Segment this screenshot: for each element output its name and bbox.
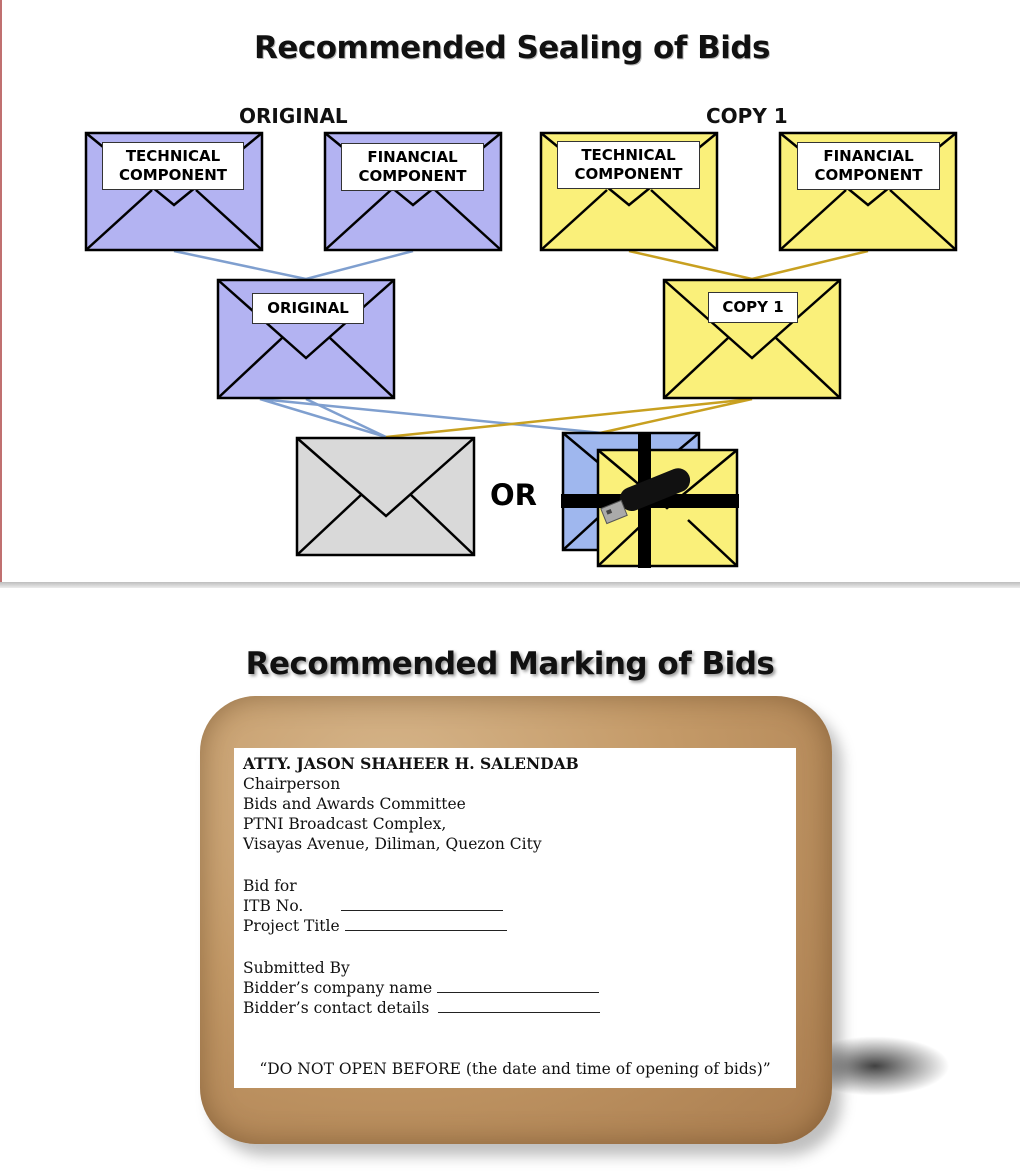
do-not-open-notice: “DO NOT OPEN BEFORE (the date and time o… bbox=[259, 1060, 771, 1078]
label-line: COMPONENT bbox=[574, 165, 683, 183]
address-label: ATTY. JASON SHAHEER H. SALENDAB Chairper… bbox=[234, 748, 796, 1088]
company-name-blank bbox=[437, 978, 600, 993]
project-title-blank bbox=[344, 916, 507, 931]
company-name-row: Bidder’s company name bbox=[243, 978, 600, 998]
connector-original-technical bbox=[173, 249, 307, 281]
usb-drive-icon bbox=[600, 468, 691, 525]
sealed-package-icon bbox=[561, 431, 739, 568]
connector-copy-financial bbox=[751, 249, 869, 281]
project-title-label: Project Title bbox=[243, 917, 340, 935]
addressee: ATTY. JASON SHAHEER H. SALENDAB bbox=[243, 754, 579, 773]
committee: Bids and Awards Committee bbox=[243, 795, 466, 813]
label-line: COMPONENT bbox=[814, 166, 923, 184]
bid-for: Bid for bbox=[243, 877, 297, 895]
connector-copy-package bbox=[581, 397, 753, 439]
or-text: OR bbox=[490, 478, 537, 512]
label-line: FINANCIAL bbox=[367, 148, 458, 166]
project-title-row: Project Title bbox=[243, 916, 507, 936]
connector-copy-technical bbox=[628, 249, 753, 281]
address-line-1: PTNI Broadcast Complex, bbox=[243, 815, 447, 833]
original-heading: ORIGINAL bbox=[239, 104, 348, 128]
connector-original-package bbox=[259, 397, 643, 439]
label-line: COMPONENT bbox=[118, 166, 228, 184]
panel-divider bbox=[0, 582, 1020, 588]
outer-envelope bbox=[295, 436, 476, 557]
contact-details-row: Bidder’s contact details bbox=[243, 998, 601, 1018]
label-copy: COPY 1 bbox=[708, 292, 798, 323]
contact-details-blank bbox=[438, 998, 601, 1013]
copy-connectors bbox=[385, 249, 869, 439]
copy-heading: COPY 1 bbox=[706, 104, 788, 128]
connector-original-outer bbox=[259, 397, 387, 439]
contact-details-label: Bidder’s contact details bbox=[243, 999, 430, 1017]
connector-original-financial bbox=[305, 249, 414, 281]
original-connectors bbox=[173, 249, 643, 439]
label-line: COMPONENT bbox=[358, 167, 467, 185]
itb-no-label: ITB No. bbox=[243, 897, 304, 915]
label-line: TECHNICAL bbox=[581, 146, 676, 164]
connector-copy-outer bbox=[385, 397, 753, 439]
envelope-original bbox=[216, 278, 396, 400]
sealing-panel: Recommended Sealing of Bids bbox=[0, 0, 1020, 582]
itb-no-blank bbox=[341, 896, 504, 911]
position: Chairperson bbox=[243, 775, 341, 793]
marking-title: Recommended Marking of Bids bbox=[245, 646, 775, 682]
marking-panel: Recommended Marking of Bids ATTY. JASON … bbox=[0, 588, 1020, 1176]
address-line-2: Visayas Avenue, Diliman, Quezon City bbox=[243, 835, 542, 853]
itb-no-row: ITB No. bbox=[243, 896, 504, 916]
submitted-by: Submitted By bbox=[243, 959, 350, 977]
label-line: TECHNICAL bbox=[125, 147, 221, 165]
label-line: FINANCIAL bbox=[823, 147, 914, 165]
sealing-title: Recommended Sealing of Bids bbox=[253, 30, 771, 66]
company-name-label: Bidder’s company name bbox=[243, 979, 433, 997]
label-original: ORIGINAL bbox=[252, 293, 364, 324]
